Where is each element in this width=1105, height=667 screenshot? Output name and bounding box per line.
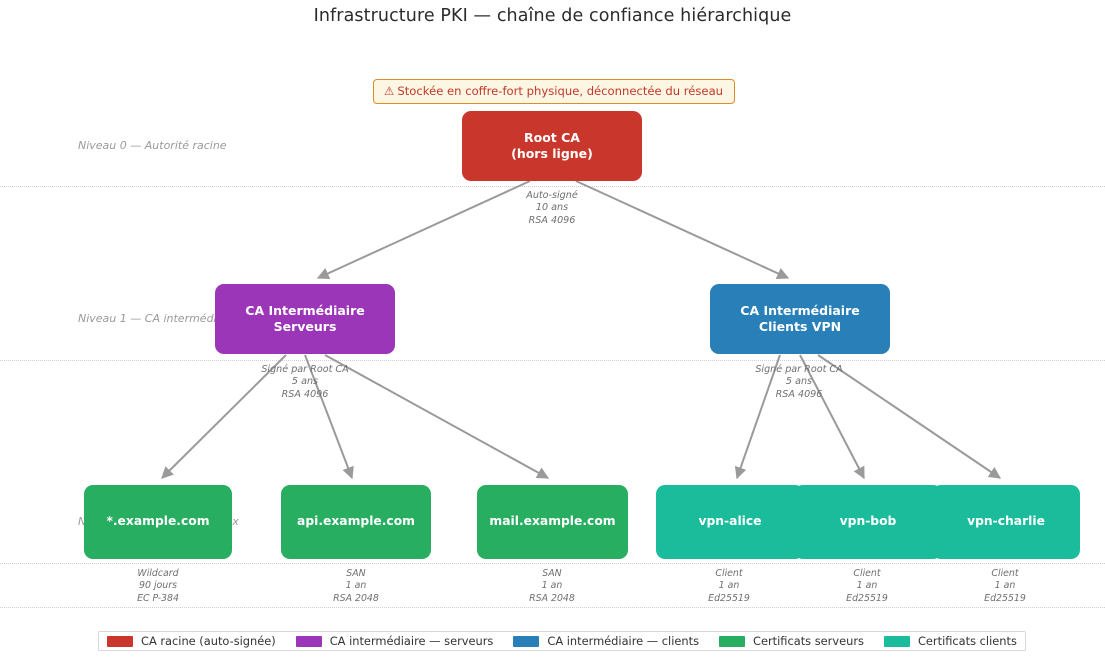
edge-label-signed-by-root-servers: Signé par Root CA 5 ans RSA 4096 [261,364,348,401]
node-root-ca[interactable]: Root CA (hors ligne) [462,111,642,181]
leaf-caption-charlie-line1: Client [991,568,1019,579]
leaf-caption-vpn-bob: Client 1 an Ed25519 [846,568,888,605]
leaf-caption-mail-line1: SAN [542,568,562,579]
legend-item-certificats-serveurs[interactable]: Certificats serveurs [719,634,864,648]
legend-swatch-ca-inter-clients [513,635,540,647]
leaf-caption-bob-line1: Client [853,568,881,579]
edge-label-clients-line3: RSA 4096 [775,388,823,400]
leaf-caption-mail-line3: RSA 2048 [529,592,575,604]
node-ca-clients-line1: CA Intermédiaire [740,303,860,318]
legend-label-ca-inter-clients: CA intermédiaire — clients [547,634,700,648]
node-cert-wildcard-label: *.example.com [106,514,210,529]
node-cert-vpn-alice-label: vpn-alice [698,514,762,529]
legend: CA racine (auto-signée) CA intermédiaire… [98,631,1026,651]
edge-label-root-self-signed: Auto-signé 10 ans RSA 4096 [526,190,577,227]
leaf-caption-vpn-charlie: Client 1 an Ed25519 [984,568,1026,605]
warning-text: Stockée en coffre-fort physique, déconne… [397,84,724,98]
node-ca-intermediaire-serveurs[interactable]: CA Intermédiaire Serveurs [215,284,395,354]
node-cert-vpn-charlie[interactable]: vpn-charlie [932,485,1080,559]
legend-label-ca-inter-serveurs: CA intermédiaire — serveurs [329,634,494,648]
legend-swatch-certificats-clients [883,635,910,647]
node-cert-api-example-com[interactable]: api.example.com [281,485,431,559]
edge-label-servers-line1: Signé par Root CA [261,364,349,375]
edge-label-clients-line1: Signé par Root CA [755,364,843,375]
leaf-caption-wildcard-line3: EC P-384 [137,592,179,604]
node-ca-serveurs-line1: CA Intermédiaire [245,303,365,318]
edge-label-root-line2: 10 ans [535,202,569,214]
band-separator-3 [0,607,1105,608]
edge-label-clients-line2: 5 ans [785,376,813,388]
offline-storage-warning: ⚠Stockée en coffre-fort physique, déconn… [373,79,736,104]
leaf-caption-bob-line3: Ed25519 [846,592,888,604]
legend-swatch-ca-inter-serveurs [295,635,322,647]
legend-label-ca-racine: CA racine (auto-signée) [141,634,276,648]
leaf-caption-api-line1: SAN [346,568,366,579]
node-ca-serveurs-line2: Serveurs [273,319,337,334]
node-cert-vpn-alice[interactable]: vpn-alice [656,485,804,559]
node-cert-api-label: api.example.com [297,514,415,529]
band-separator-1 [0,360,1105,361]
legend-item-ca-inter-serveurs[interactable]: CA intermédiaire — serveurs [295,634,494,648]
leaf-caption-wildcard: Wildcard 90 jours EC P-384 [137,568,179,605]
leaf-caption-mail: SAN 1 an RSA 2048 [529,568,575,605]
warning-triangle-icon: ⚠ [384,84,395,98]
leaf-caption-api-line2: 1 an [345,580,367,592]
node-cert-wildcard-example-com[interactable]: *.example.com [84,485,232,559]
leaf-caption-charlie-line2: 1 an [994,580,1016,592]
band-separator-2 [0,563,1105,564]
node-root-ca-line2: (hors ligne) [511,146,593,161]
leaf-caption-mail-line2: 1 an [541,580,563,592]
node-cert-mail-example-com[interactable]: mail.example.com [477,485,628,559]
edge-label-servers-line2: 5 ans [291,376,319,388]
page-title: Infrastructure PKI — chaîne de confiance… [313,6,792,26]
edge-label-signed-by-root-clients: Signé par Root CA 5 ans RSA 4096 [755,364,842,401]
legend-label-certificats-clients: Certificats clients [917,634,1017,648]
leaf-caption-vpn-alice: Client 1 an Ed25519 [708,568,750,605]
leaf-caption-api-line3: RSA 2048 [333,592,379,604]
edge-label-root-line1: Auto-signé [526,190,578,201]
leaf-caption-bob-line2: 1 an [856,580,878,592]
leaf-caption-alice-line3: Ed25519 [708,592,750,604]
legend-label-certificats-serveurs: Certificats serveurs [753,634,864,648]
legend-swatch-certificats-serveurs [719,635,746,647]
leaf-caption-charlie-line3: Ed25519 [984,592,1026,604]
legend-item-ca-inter-clients[interactable]: CA intermédiaire — clients [513,634,699,648]
legend-item-certificats-clients[interactable]: Certificats clients [883,634,1017,648]
leaf-caption-wildcard-line1: Wildcard [137,568,179,579]
level-label-0: Niveau 0 — Autorité racine [78,139,227,152]
node-root-ca-line1: Root CA [524,130,580,145]
node-cert-vpn-bob[interactable]: vpn-bob [794,485,942,559]
node-ca-clients-line2: Clients VPN [758,319,842,334]
leaf-caption-alice-line1: Client [715,568,743,579]
node-cert-vpn-charlie-label: vpn-charlie [967,514,1045,529]
node-cert-mail-label: mail.example.com [489,514,616,529]
level-label-1: Niveau 1 — CA intermédiaires [78,312,244,325]
edge-label-root-line3: RSA 4096 [528,214,576,226]
leaf-caption-wildcard-line2: 90 jours [139,580,177,592]
legend-swatch-ca-racine [107,635,133,647]
leaf-caption-alice-line2: 1 an [718,580,740,592]
node-ca-intermediaire-clients-vpn[interactable]: CA Intermédiaire Clients VPN [710,284,890,354]
edge-label-servers-line3: RSA 4096 [281,388,329,400]
band-separator-0 [0,186,1105,187]
leaf-caption-api: SAN 1 an RSA 2048 [333,568,379,605]
node-cert-vpn-bob-label: vpn-bob [839,514,897,529]
legend-item-ca-racine[interactable]: CA racine (auto-signée) [107,634,276,648]
